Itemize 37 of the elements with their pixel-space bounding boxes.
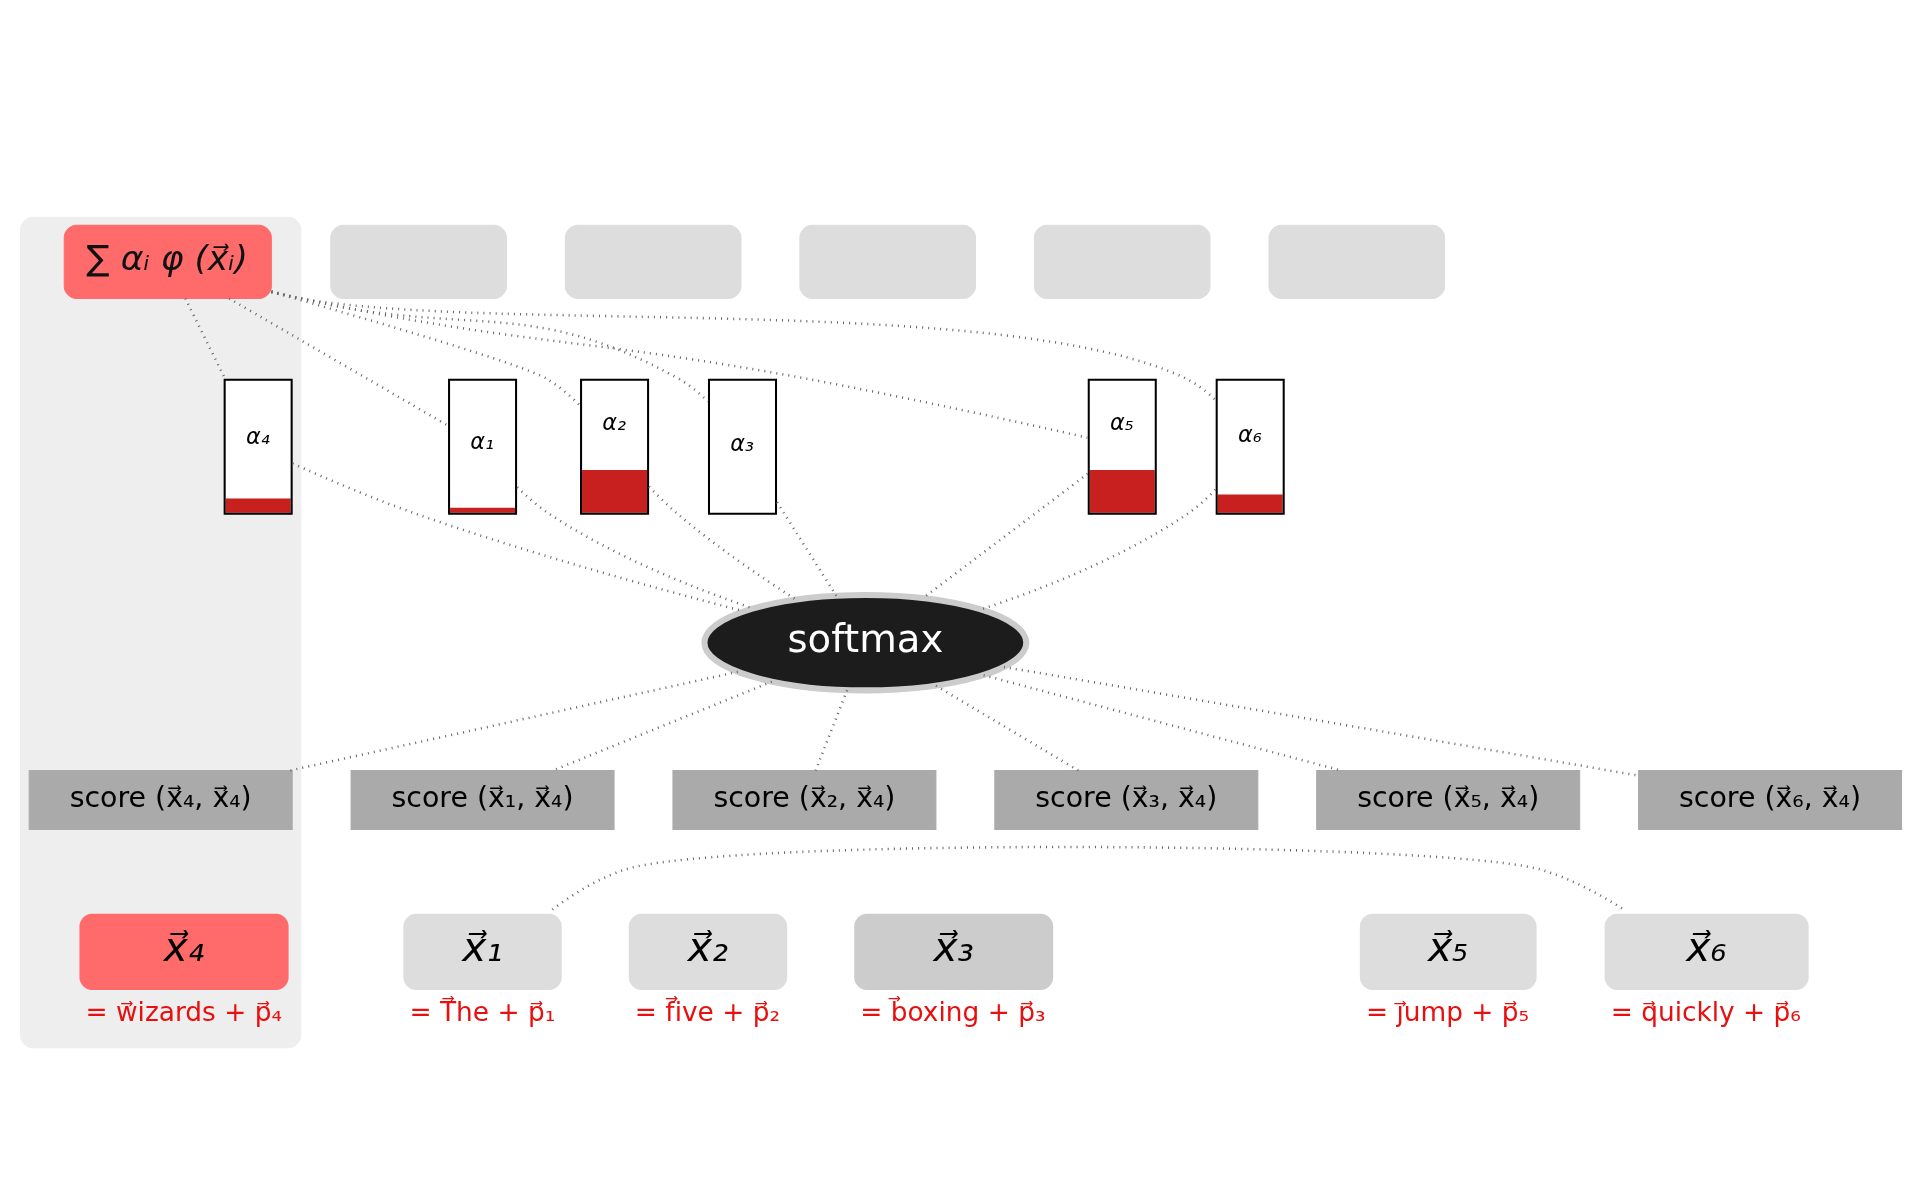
node-box: x⃗₄	[79, 913, 289, 990]
connector	[648, 485, 797, 601]
node-box	[564, 224, 742, 299]
node-box	[1268, 224, 1446, 299]
connector	[980, 488, 1217, 611]
node-box: score (x⃗₅, x⃗₄)	[1316, 770, 1581, 830]
node-box	[1033, 224, 1211, 299]
connector	[551, 845, 1625, 911]
node-label: = q⃗uickly + p⃗₆	[1610, 996, 1801, 1028]
connector	[1003, 665, 1639, 777]
node-box: score (x⃗₄, x⃗₄)	[28, 770, 293, 830]
node-box: x⃗₃	[854, 913, 1054, 990]
node-box: ∑ αᵢ φ (x⃗ᵢ)	[63, 224, 272, 299]
node-box: score (x⃗₁, x⃗₄)	[350, 770, 615, 830]
connector	[289, 670, 739, 772]
node-label: = w⃗izards + p⃗₄	[85, 996, 283, 1028]
node-box: x⃗₅	[1359, 913, 1537, 990]
node-box	[330, 224, 507, 299]
node-box: x⃗₁	[403, 913, 562, 990]
node-label: = j⃗ump + p⃗₅	[1365, 996, 1530, 1028]
node-box: score (x⃗₆, x⃗₄)	[1638, 770, 1903, 830]
connector	[935, 684, 1079, 772]
node-label: = T⃗he + p⃗₁	[409, 996, 556, 1028]
node-ellipse: softmax	[701, 591, 1030, 694]
node-box: score (x⃗₂, x⃗₄)	[672, 770, 937, 830]
connector	[814, 689, 849, 771]
connector	[271, 290, 1088, 439]
node-box	[799, 224, 977, 299]
connector	[775, 501, 838, 597]
node-box: x⃗₆	[1604, 913, 1809, 990]
connector	[271, 291, 1217, 401]
cluster	[20, 216, 302, 1049]
node-label: = b⃗oxing + p⃗₃	[860, 996, 1046, 1028]
node-box: x⃗₂	[628, 913, 788, 990]
connector	[228, 297, 449, 427]
node-label: = f⃗ive + p⃗₂	[634, 996, 781, 1028]
node-box: score (x⃗₃, x⃗₄)	[994, 770, 1259, 830]
